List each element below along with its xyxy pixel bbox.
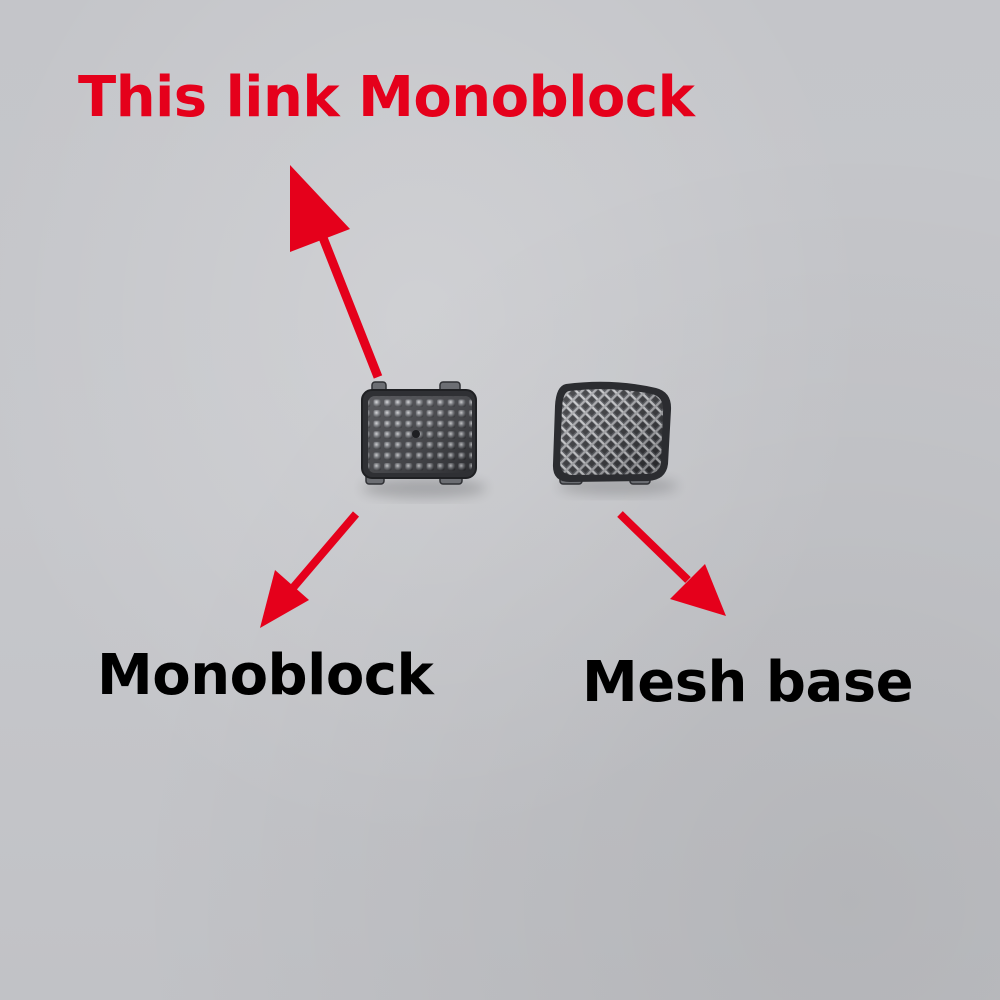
mesh-base-label: Mesh base: [582, 650, 914, 715]
monoblock-bracket: [361, 381, 477, 485]
arrow-to-monoblock-label: [260, 511, 360, 628]
arrow-to-top-label: [290, 165, 383, 379]
mesh-bracket: [552, 381, 672, 485]
arrow-to-mesh-label: [617, 511, 726, 616]
monoblock-label: Monoblock: [97, 643, 434, 708]
this-link-monoblock-label: This link Monoblock: [78, 65, 695, 130]
